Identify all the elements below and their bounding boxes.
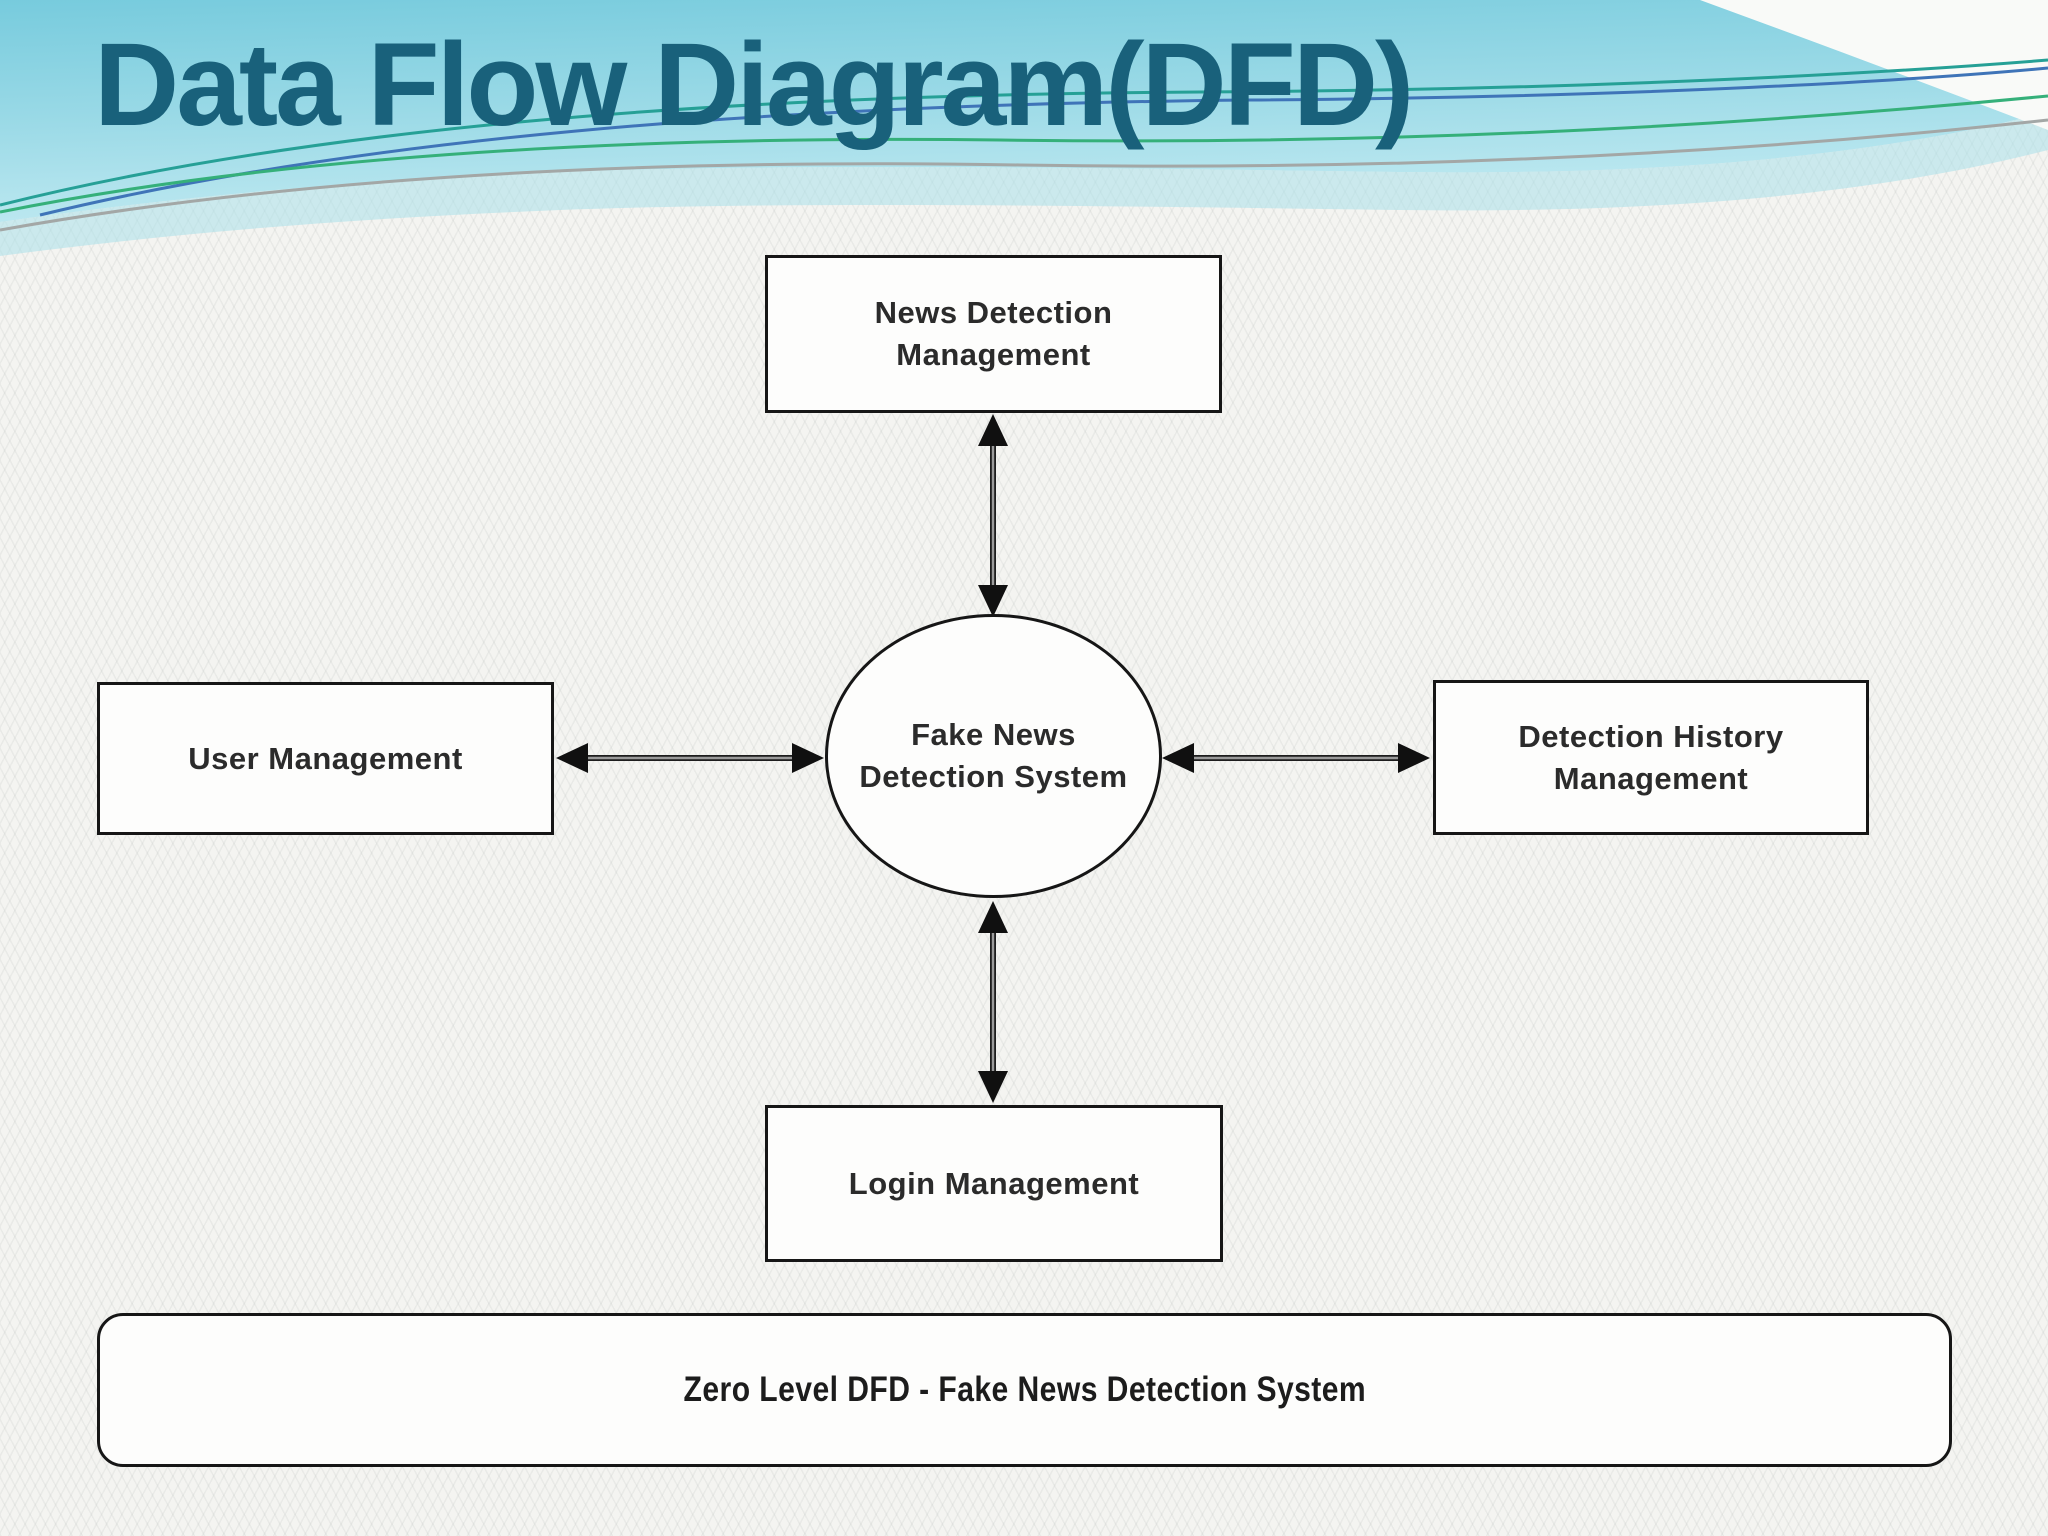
node-label-user-management: User Management: [188, 740, 463, 776]
node-news-detection-management: News Detection Management: [765, 255, 1222, 413]
header-wave-graphic: [0, 0, 2048, 256]
accent-line-gray: [0, 118, 2048, 232]
sky-wave-band: [0, 112, 2048, 256]
caption-text: Zero Level DFD - Fake News Detection Sys…: [683, 1370, 1366, 1409]
arrow-left: [556, 743, 824, 773]
arrow-bottom: [978, 901, 1008, 1103]
node-fake-news-detection-system: Fake News Detection System: [825, 614, 1162, 898]
sky-wave-shape: [0, 0, 2048, 222]
node-detection-history-management: Detection History Management: [1433, 680, 1869, 835]
node-label-detection-history-management: Detection History Management: [1518, 718, 1784, 796]
accent-line-blue: [39, 66, 2048, 217]
arrow-right: [1162, 743, 1430, 773]
caption-box: Zero Level DFD - Fake News Detection Sys…: [97, 1313, 1952, 1467]
slide-title: Data Flow Diagram(DFD): [94, 19, 1414, 151]
corner-swoosh-shape: [1700, 0, 2048, 130]
node-label-login-management: Login Management: [848, 1165, 1140, 1201]
node-label-news-detection-management: News Detection Management: [874, 295, 1113, 372]
accent-line-green: [0, 94, 2048, 214]
accent-line-teal: [0, 58, 2048, 207]
node-user-management: User Management: [97, 682, 554, 835]
node-label-fake-news-detection-system: Fake News Detection System: [859, 717, 1128, 794]
node-login-management: Login Management: [765, 1105, 1223, 1262]
